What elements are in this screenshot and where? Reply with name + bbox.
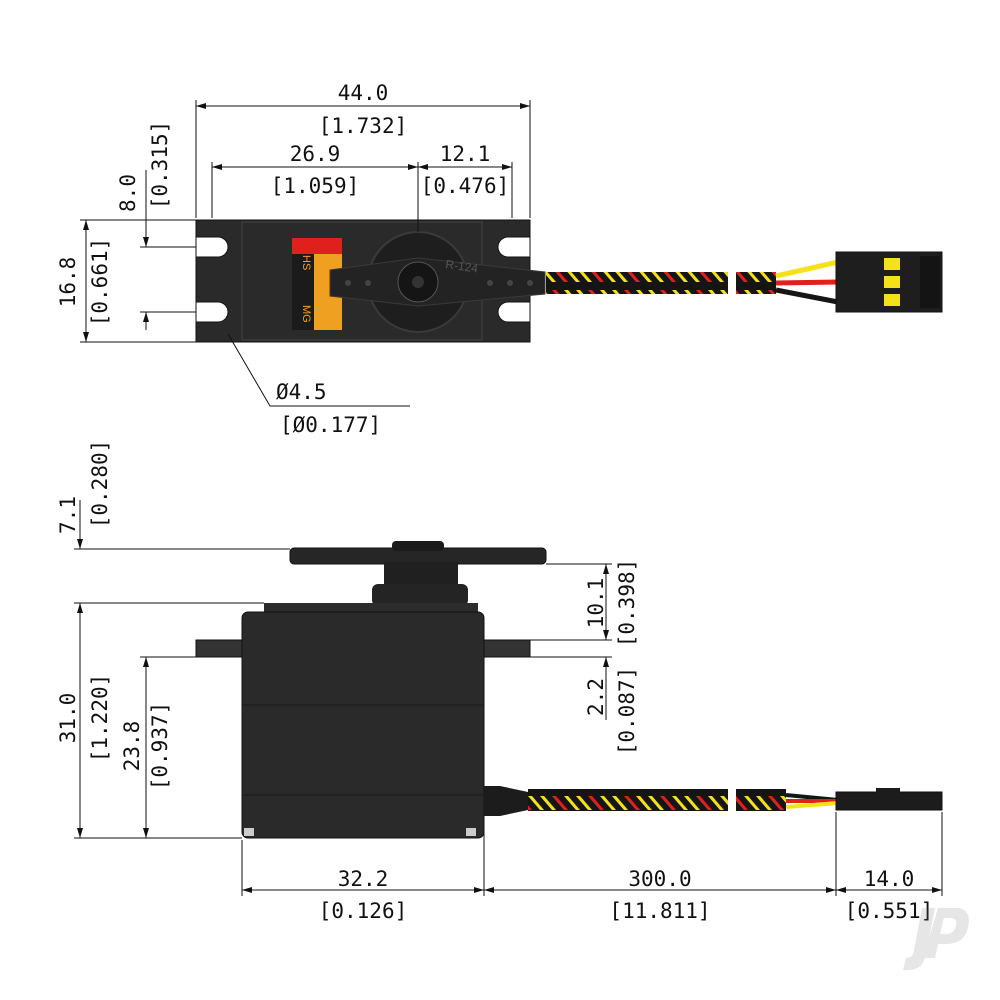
dim-31-in: [1.220] <box>88 674 112 763</box>
dim-10-mm: 10.1 <box>584 578 608 629</box>
side-connector <box>835 791 943 811</box>
dim-hole-in: [Ø0.177] <box>280 413 381 437</box>
dim-32-mm: 32.2 <box>338 867 389 891</box>
side-body <box>241 611 485 839</box>
dim-23-mm: 23.8 <box>120 721 144 772</box>
dim-300-mm: 300.0 <box>628 867 691 891</box>
dim-2-mm: 2.2 <box>584 678 608 716</box>
label-hs: HS <box>300 255 312 270</box>
label-mg: MG <box>300 305 312 323</box>
horn-label: R-124 <box>445 257 480 275</box>
dim-10-in: [0.398] <box>615 559 639 648</box>
dim-14-in: [0.551] <box>845 899 934 923</box>
dim-8-in: [0.315] <box>148 121 172 210</box>
top-wire-twisted-2 <box>736 272 776 294</box>
dim-23-in: [0.937] <box>148 702 172 791</box>
side-horn-hub <box>392 541 444 551</box>
dim-31-mm: 31.0 <box>56 693 80 744</box>
top-dimension-lines <box>80 100 531 407</box>
jp-logo-icon <box>903 908 969 971</box>
side-view: 7.1 [0.280] 31.0 [1.220] 23.8 [0.937] 10… <box>56 440 943 923</box>
dim-16-mm: 16.8 <box>56 257 80 308</box>
top-view: HS MG R-124 <box>56 81 943 437</box>
dim-hole-mm: Ø4.5 <box>276 380 327 404</box>
label-black-strip <box>292 254 314 330</box>
dim-12-mm: 12.1 <box>440 142 491 166</box>
top-wire-twisted <box>546 272 728 294</box>
side-spline <box>384 562 458 584</box>
dim-12-in: [0.476] <box>421 174 510 198</box>
side-wire-twisted-2 <box>736 789 786 811</box>
label-top-red <box>292 238 342 254</box>
dim-7-in: [0.280] <box>88 440 112 529</box>
dim-26-mm: 26.9 <box>290 142 341 166</box>
dim-300-in: [11.811] <box>609 899 710 923</box>
dim-7-mm: 7.1 <box>56 496 80 534</box>
dim-32-in: [0.126] <box>319 899 408 923</box>
dim-44-in: [1.732] <box>319 114 408 138</box>
horn-screw <box>412 276 424 288</box>
dim-2-in: [0.087] <box>615 667 639 756</box>
side-dimension-lines <box>74 500 943 896</box>
dim-8-mm: 8.0 <box>116 174 140 212</box>
dim-26-in: [1.059] <box>271 174 360 198</box>
mounting-slots <box>195 236 531 323</box>
dim-44-mm: 44.0 <box>338 81 389 105</box>
dim-16-in: [0.661] <box>88 238 112 327</box>
dim-14-mm: 14.0 <box>864 867 915 891</box>
side-wire-twisted <box>528 789 728 811</box>
side-gear-housing <box>372 584 468 606</box>
